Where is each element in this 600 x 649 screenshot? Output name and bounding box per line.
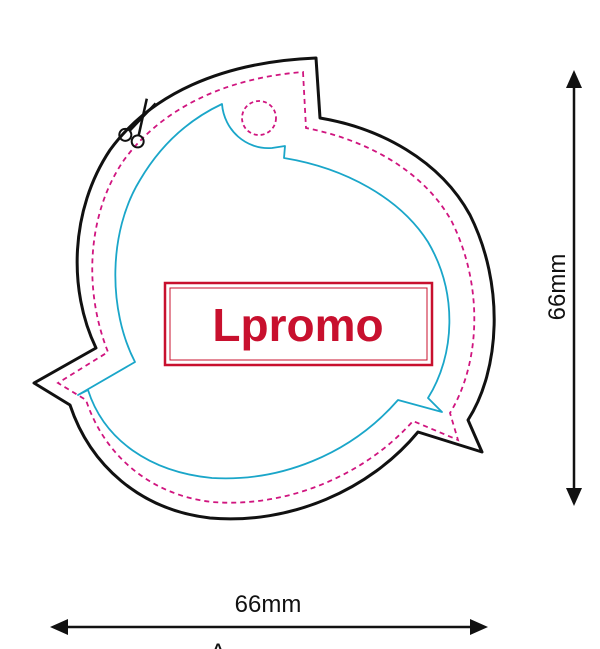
width-arrow-left-head (50, 619, 68, 635)
height-arrow-down-head (566, 488, 582, 506)
safe-line (77, 103, 451, 480)
logo-frame (163, 281, 434, 367)
width-arrow-right-head (470, 619, 488, 635)
bleed-line (56, 71, 476, 504)
logo-inner-frame (169, 287, 428, 361)
height-label: 66mm (544, 254, 571, 321)
height-dimension: 66mm (544, 70, 582, 506)
logo: Lpromo (163, 281, 434, 367)
hanging-hole (241, 100, 277, 136)
height-arrow-up-head (566, 70, 582, 88)
width-label: 66mm (235, 591, 302, 618)
scissors-icon (118, 98, 157, 149)
logo-text: Lpromo (212, 299, 383, 351)
cut-line (32, 56, 496, 521)
footer-letter: A (210, 639, 226, 649)
width-dimension: 66mm A (50, 591, 488, 649)
